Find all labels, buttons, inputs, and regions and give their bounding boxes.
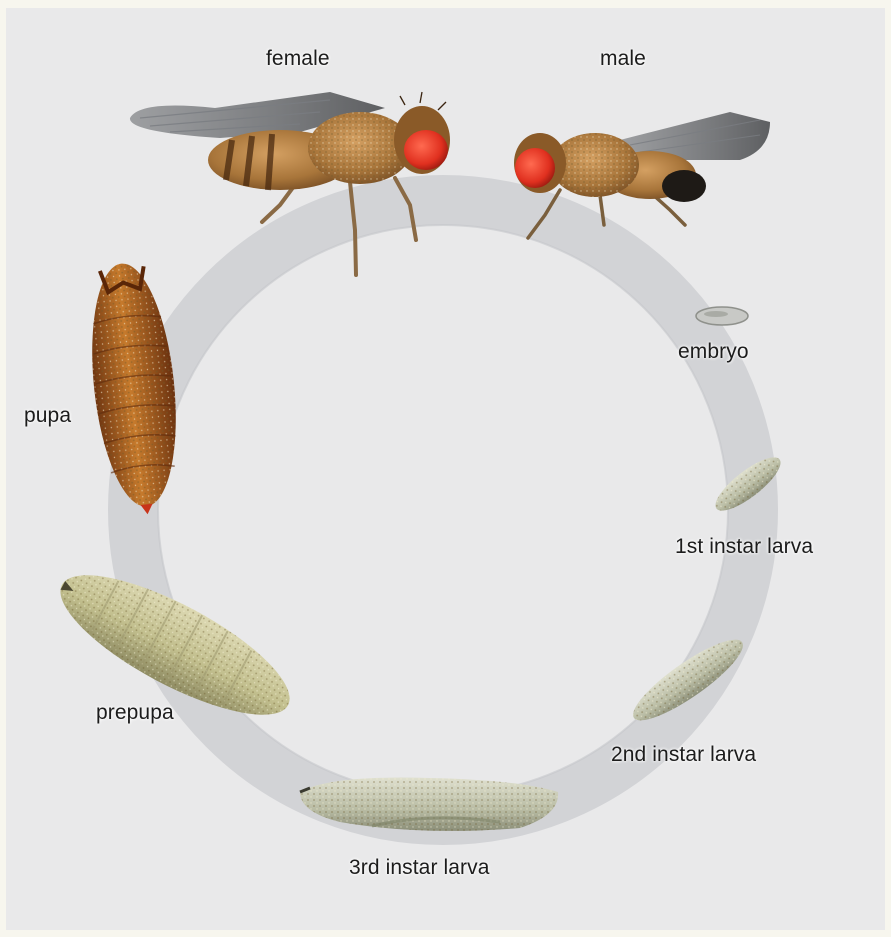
label-first-instar-larva: 1st instar larva xyxy=(675,535,813,559)
embryo-icon xyxy=(696,307,748,325)
cycle-ring xyxy=(133,200,753,820)
label-female: female xyxy=(266,47,330,71)
label-male: male xyxy=(600,47,646,71)
label-embryo: embryo xyxy=(678,340,749,364)
label-second-instar-larva: 2nd instar larva xyxy=(611,743,756,767)
label-third-instar-larva: 3rd instar larva xyxy=(349,856,490,880)
label-prepupa: prepupa xyxy=(96,701,174,725)
prepupa-icon xyxy=(43,550,307,741)
pupa-icon xyxy=(81,259,187,518)
label-pupa: pupa xyxy=(24,404,71,428)
